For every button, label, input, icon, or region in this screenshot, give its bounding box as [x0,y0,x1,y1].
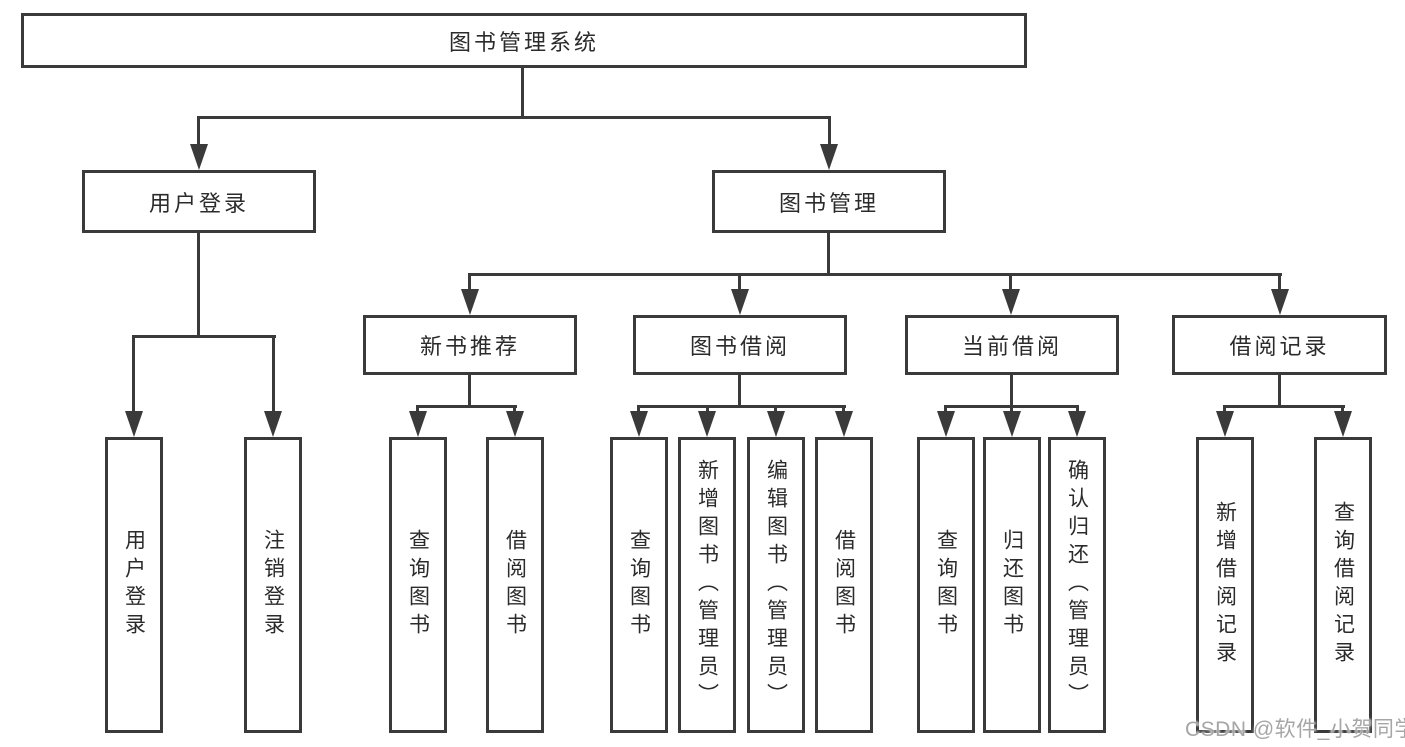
node-label: 借阅图书 [832,529,856,641]
arrowhead-down-icon [506,411,524,437]
arrowhead-down-icon [731,289,749,315]
leaf-logout: 注销登录 [244,437,302,733]
node-label: 查询图书 [934,529,958,641]
connector-line [828,116,831,146]
arrowhead-down-icon [1271,289,1289,315]
arrowhead-down-icon [461,289,479,315]
leaf-edit-books-admin: 编辑图书（管理员） [747,437,805,733]
arrowhead-down-icon [820,144,838,170]
connector-line [1223,405,1345,408]
node-book-borrowing: 图书借阅 [633,315,847,375]
connector-line [706,405,709,415]
connector-line [827,233,830,275]
leaf-query-books-2: 查询图书 [610,437,668,733]
node-label: 借阅记录 [1229,334,1330,359]
node-label: 查询借阅记录 [1331,501,1355,669]
connector-line [1010,375,1013,407]
node-label: 图书管理 [778,190,879,216]
arrowhead-down-icon [409,411,427,437]
connector-line [416,405,419,415]
connector-line [738,375,741,407]
arrowhead-down-icon [937,411,955,437]
connector-line [197,116,831,119]
leaf-add-borrow-record: 新增借阅记录 [1196,437,1254,733]
node-label: 新增借阅记录 [1213,501,1237,669]
node-label: 当前借阅 [961,334,1062,359]
connector-line [1278,375,1281,407]
connector-line [774,405,777,415]
connector-line [468,273,471,291]
connector-line [272,335,275,413]
node-label: 图书借阅 [689,334,790,359]
arrowhead-down-icon [1002,289,1020,315]
node-label: 确认归还（管理员） [1065,459,1089,711]
node-label: 用户登录 [122,529,146,641]
node-library-management-system: 图书管理系统 [21,13,1027,68]
node-label: 查询图书 [406,529,430,641]
connector-line [1223,405,1226,415]
connector-line [738,273,741,291]
arrowhead-down-icon [1216,411,1234,437]
node-book-management: 图书管理 [712,170,946,233]
connector-line [132,335,135,413]
node-borrow-records: 借阅记录 [1172,315,1387,375]
leaf-user-login: 用户登录 [105,437,163,733]
node-label: 查询图书 [627,529,651,641]
leaf-return-books: 归还图书 [983,437,1041,733]
leaf-add-books-admin: 新增图书（管理员） [678,437,736,733]
arrowhead-down-icon [190,144,208,170]
connector-line [1076,405,1079,415]
connector-line [416,405,517,408]
node-label: 注销登录 [261,529,285,641]
connector-line [197,233,200,337]
connector-line [197,116,200,146]
arrowhead-down-icon [264,411,282,437]
arrowhead-down-icon [767,411,785,437]
watermark: CSDN @软件_小贺同学 [1185,718,1405,741]
leaf-query-books-3: 查询图书 [917,437,975,733]
node-label: 图书管理系统 [448,29,599,55]
connector-line [944,405,947,415]
leaf-confirm-return-admin: 确认归还（管理员） [1048,437,1106,733]
node-current-borrowing: 当前借阅 [905,315,1119,375]
connector-line [468,375,471,407]
arrowhead-down-icon [1068,411,1086,437]
connector-line [1009,273,1012,291]
connector-line [637,405,846,408]
node-label: 用户登录 [148,190,249,216]
arrowhead-down-icon [1334,411,1352,437]
leaf-query-borrow-record: 查询借阅记录 [1314,437,1372,733]
node-label: 新增图书（管理员） [695,459,719,711]
connector-line [637,405,640,415]
connector-line [521,68,524,116]
node-new-book-recommend: 新书推荐 [363,315,577,375]
arrowhead-down-icon [630,411,648,437]
node-label: 归还图书 [1000,529,1024,641]
arrowhead-down-icon [835,411,853,437]
connector-line [132,335,276,338]
connector-line [1341,405,1344,415]
leaf-borrow-books-2: 借阅图书 [815,437,873,733]
arrowhead-down-icon [125,411,143,437]
leaf-borrow-books-1: 借阅图书 [486,437,544,733]
node-label: 借阅图书 [503,529,527,641]
connector-line [513,405,516,415]
arrowhead-down-icon [1003,411,1021,437]
node-label: 新书推荐 [419,334,520,359]
arrowhead-down-icon [698,411,716,437]
connector-line [469,273,1282,276]
connector-line [1010,405,1013,415]
leaf-query-books-1: 查询图书 [389,437,447,733]
connector-line [842,405,845,415]
connector-line [1278,273,1281,291]
node-label: 编辑图书（管理员） [764,459,788,711]
node-user-login: 用户登录 [82,170,316,233]
